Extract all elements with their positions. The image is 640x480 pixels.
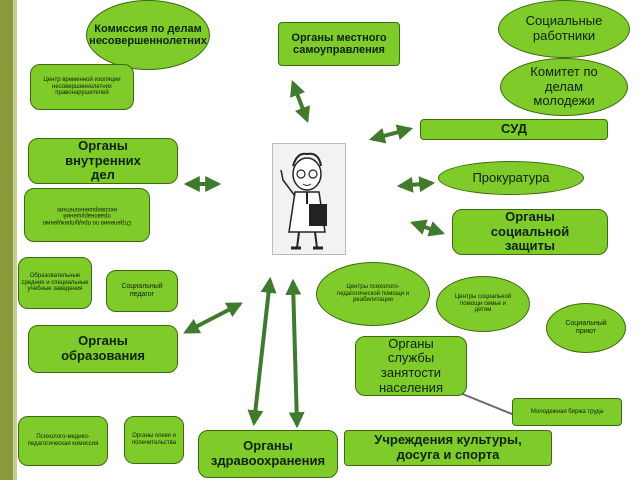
arrow-prosecutor — [396, 176, 436, 193]
node-guardianship: Органы опеки и попечительства — [124, 416, 184, 464]
node-court: СУД — [420, 119, 608, 140]
arrow-local-gov — [290, 80, 310, 123]
node-internal-affairs: Органы внутренних дел — [28, 138, 178, 184]
line-youth-exchange — [459, 392, 518, 417]
commission-label: Комиссия по делам несовершеннолетних — [89, 22, 207, 47]
social-teacher-label: Социальный педагог — [121, 283, 163, 298]
local-gov-label: Органы местного самоуправления — [291, 31, 387, 56]
node-healthcare: Органы здравоохранения — [198, 430, 338, 478]
scientist-figure-icon — [280, 152, 327, 250]
node-employment: Органы службы занятости населения — [355, 336, 467, 396]
arrow-social-protection — [409, 219, 446, 237]
prosecutor-label: Прокуратура — [472, 169, 550, 185]
employment-label: Органы службы занятости населения — [378, 336, 443, 395]
node-social-workers: Социальные работники — [498, 0, 630, 58]
node-schools: Образовательные средние и специальные уч… — [18, 257, 92, 309]
node-education: Органы образования — [28, 325, 178, 373]
arrow-education — [183, 302, 243, 334]
temp-isolation-label: Центр временной изоляции несовершеннолет… — [43, 76, 121, 97]
node-commission: Комиссия по делам несовершеннолетних — [86, 0, 210, 70]
family-centers-label: Центры социальной помощи семье и детям — [454, 293, 512, 314]
node-juvenile-dept: Отделения по предупреждению правонарушен… — [24, 188, 150, 242]
shelter-label: Социальный приют — [565, 320, 607, 335]
center-figure — [272, 143, 346, 255]
node-family-centers: Центры социальной помощи семье и детям — [436, 276, 530, 332]
node-youth-committee: Комитет по делам молодежи — [500, 58, 628, 116]
side-stripe — [0, 0, 13, 480]
arrow-healthcare-a — [247, 276, 277, 427]
internal-affairs-label: Органы внутренних дел — [65, 138, 141, 183]
healthcare-label: Органы здравоохранения — [210, 438, 326, 468]
node-youth-exchange: Молодежная биржа труда — [512, 398, 622, 426]
social-protection-label: Органы социальной защиты — [490, 209, 570, 254]
pmp-commission-label: Психолого-медико-педагогическая комиссия — [27, 434, 99, 447]
node-prosecutor: Прокуратура — [438, 161, 584, 195]
schools-label: Образовательные средние и специальные уч… — [21, 272, 89, 293]
culture-label: Учреждения культуры, досуга и спорта — [374, 432, 522, 462]
node-culture: Учреждения культуры, досуга и спорта — [344, 430, 552, 466]
node-shelter: Социальный приют — [546, 303, 626, 353]
node-psych-centers: Центры психолого-педагогической помощи и… — [316, 262, 430, 326]
court-label: СУД — [501, 121, 527, 137]
node-pmp-commission: Психолого-медико-педагогическая комиссия — [18, 416, 108, 466]
arrow-healthcare-b — [285, 278, 305, 429]
node-temp-isolation: Центр временной изоляции несовершеннолет… — [30, 64, 134, 110]
side-stripe-light — [13, 0, 17, 480]
youth-committee-label: Комитет по делам молодежи — [530, 64, 598, 109]
node-local-gov: Органы местного самоуправления — [278, 22, 400, 66]
psych-centers-label: Центры психолого-педагогической помощи и… — [336, 283, 410, 304]
guardianship-label: Органы опеки и попечительства — [131, 433, 177, 446]
node-social-teacher: Социальный педагог — [106, 270, 178, 312]
node-social-protection: Органы социальной защиты — [452, 209, 608, 255]
arrow-court — [368, 124, 414, 144]
youth-exchange-label: Молодежная биржа труда — [530, 408, 604, 415]
social-workers-label: Социальные работники — [525, 13, 603, 43]
education-label: Органы образования — [61, 333, 145, 363]
juvenile-dept-label: Отделения по предупреждению правонарушен… — [42, 205, 132, 226]
